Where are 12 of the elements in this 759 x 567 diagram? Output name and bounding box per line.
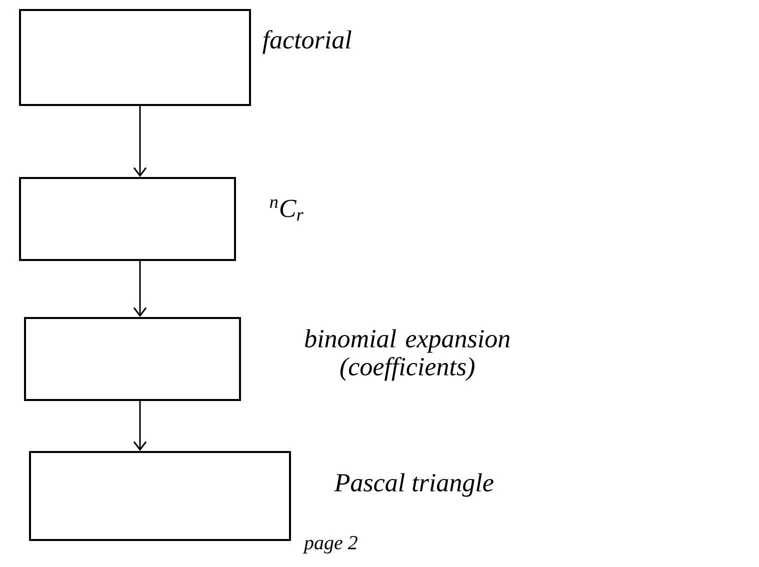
box-caption: $^{n}$C$_{r}$	[270, 199, 304, 221]
arrow	[133, 106, 147, 177]
arrow	[133, 401, 147, 451]
flow-box	[19, 9, 251, 106]
arrow	[133, 261, 147, 317]
box-caption: binomial expansion (coefficients)	[305, 329, 510, 381]
page-number: page 2	[302, 536, 358, 554]
box-caption: factorial	[262, 30, 352, 54]
box-caption: Pascal triangle	[334, 473, 494, 497]
flow-box	[29, 451, 291, 541]
flow-box	[24, 317, 241, 401]
flow-box	[19, 177, 236, 261]
